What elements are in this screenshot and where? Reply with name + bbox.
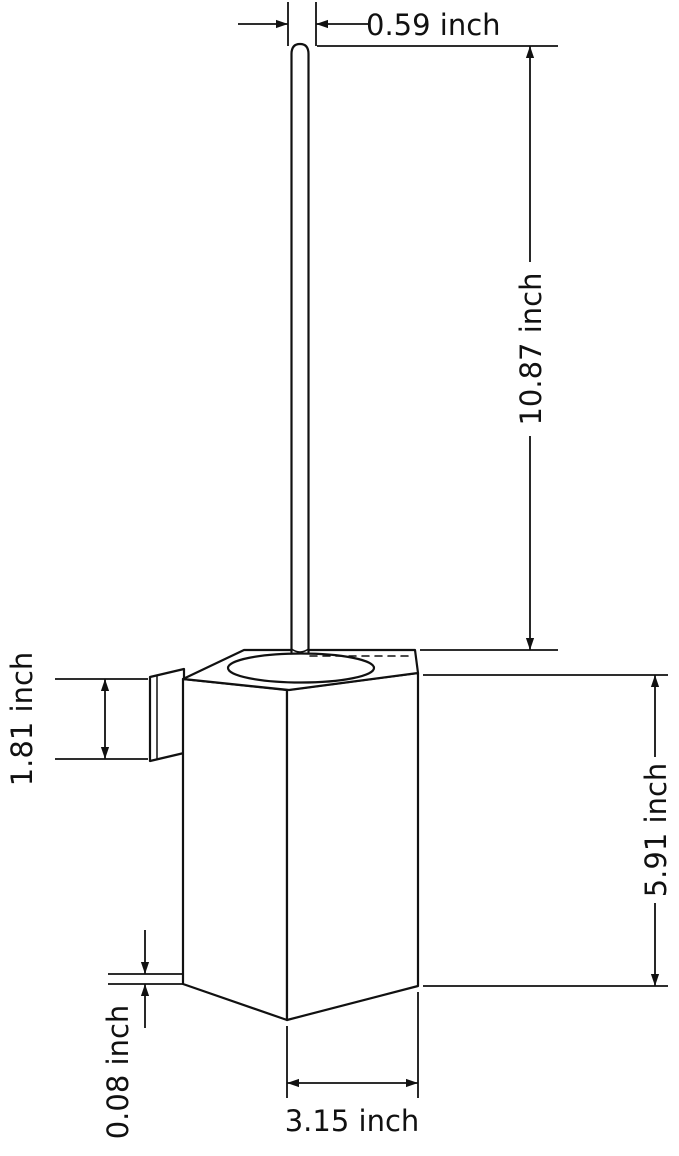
dim-handle-diameter: 0.59 inch	[238, 2, 501, 46]
dim-holder-height: 5.91 inch	[423, 674, 673, 987]
handle-base-joint	[290, 648, 310, 653]
dim-holder-width-label: 3.15 inch	[285, 1104, 420, 1138]
wall-mount-bracket	[148, 667, 186, 763]
brush-handle	[290, 42, 310, 654]
dimension-annotations: 0.59 inch 10.87 inch 1.81 inch	[5, 2, 673, 1139]
holder-left-face	[181, 677, 289, 1022]
dim-mount-height: 1.81 inch	[5, 652, 148, 787]
dim-bottom-thickness: 0.08 inch	[101, 930, 183, 1139]
dim-handle-diameter-label: 0.59 inch	[366, 8, 501, 42]
rim-opening	[226, 652, 376, 684]
dim-bottom-thickness-label: 0.08 inch	[101, 1005, 135, 1140]
dim-mount-height-label: 1.81 inch	[5, 652, 39, 787]
dim-handle-length-label: 10.87 inch	[514, 272, 548, 425]
holder-front-face	[285, 671, 420, 1022]
product-outline	[148, 42, 420, 1022]
dim-handle-length: 10.87 inch	[317, 45, 558, 651]
dim-holder-height-label: 5.91 inch	[639, 763, 673, 898]
dim-holder-width: 3.15 inch	[285, 992, 420, 1138]
